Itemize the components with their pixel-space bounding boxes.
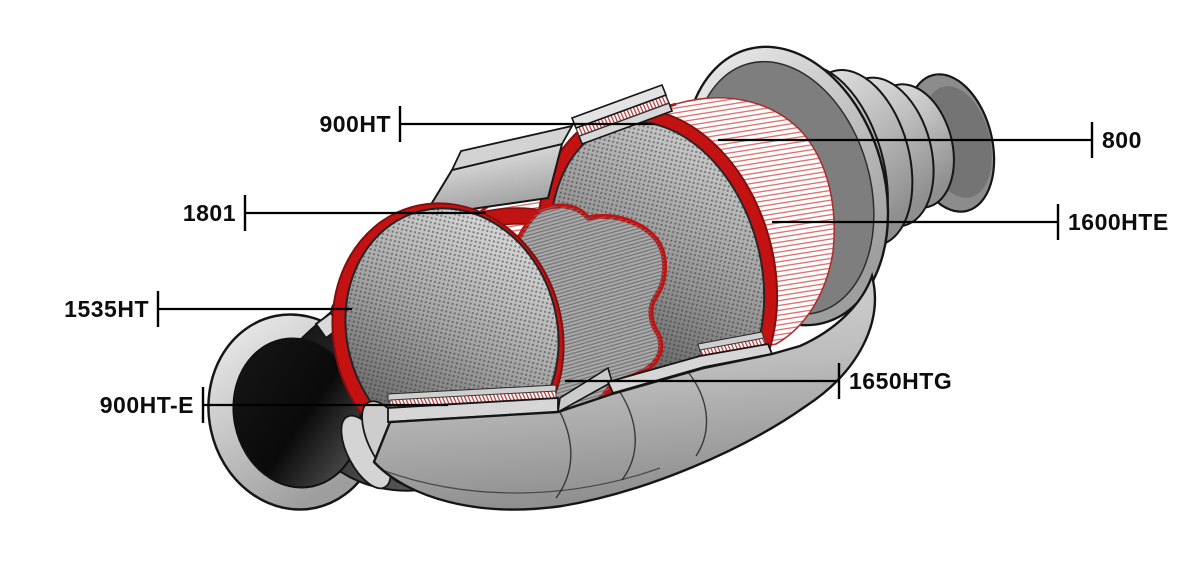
shell-plate-upper-2 xyxy=(450,124,574,172)
bottom-seam-step xyxy=(556,366,613,414)
callout-800: 800 xyxy=(718,122,1142,158)
callout-label: 800 xyxy=(1102,127,1142,153)
bottom-shell-group xyxy=(372,271,877,511)
callout-label: 900HT xyxy=(319,111,391,137)
callout-label: 1650HTG xyxy=(849,368,952,394)
callout-label: 1535HT xyxy=(64,296,149,322)
bottom-shell-seam xyxy=(381,467,661,494)
callout-1535ht: 1535HT xyxy=(64,291,352,327)
callout-1801: 1801 xyxy=(183,195,486,231)
bottom-shell xyxy=(372,271,877,511)
callout-label: 1600HTE xyxy=(1068,209,1169,235)
callout-900ht: 900HT xyxy=(319,106,655,142)
callout-1600hte: 1600HTE xyxy=(772,204,1169,240)
callout-900ht-e: 900HT-E xyxy=(100,387,448,423)
bottom-shell-rib-2 xyxy=(619,391,636,481)
callout-1650htg: 1650HTG xyxy=(565,363,952,399)
callout-label: 1801 xyxy=(183,200,236,226)
top-seam-plate-upper xyxy=(570,83,668,130)
callout-label: 900HT-E xyxy=(100,392,194,418)
top-shell-seam xyxy=(422,83,674,218)
callouts: 900HT 1801 1535HT 900HT-E 1650HTG 1600HT… xyxy=(64,106,1169,423)
